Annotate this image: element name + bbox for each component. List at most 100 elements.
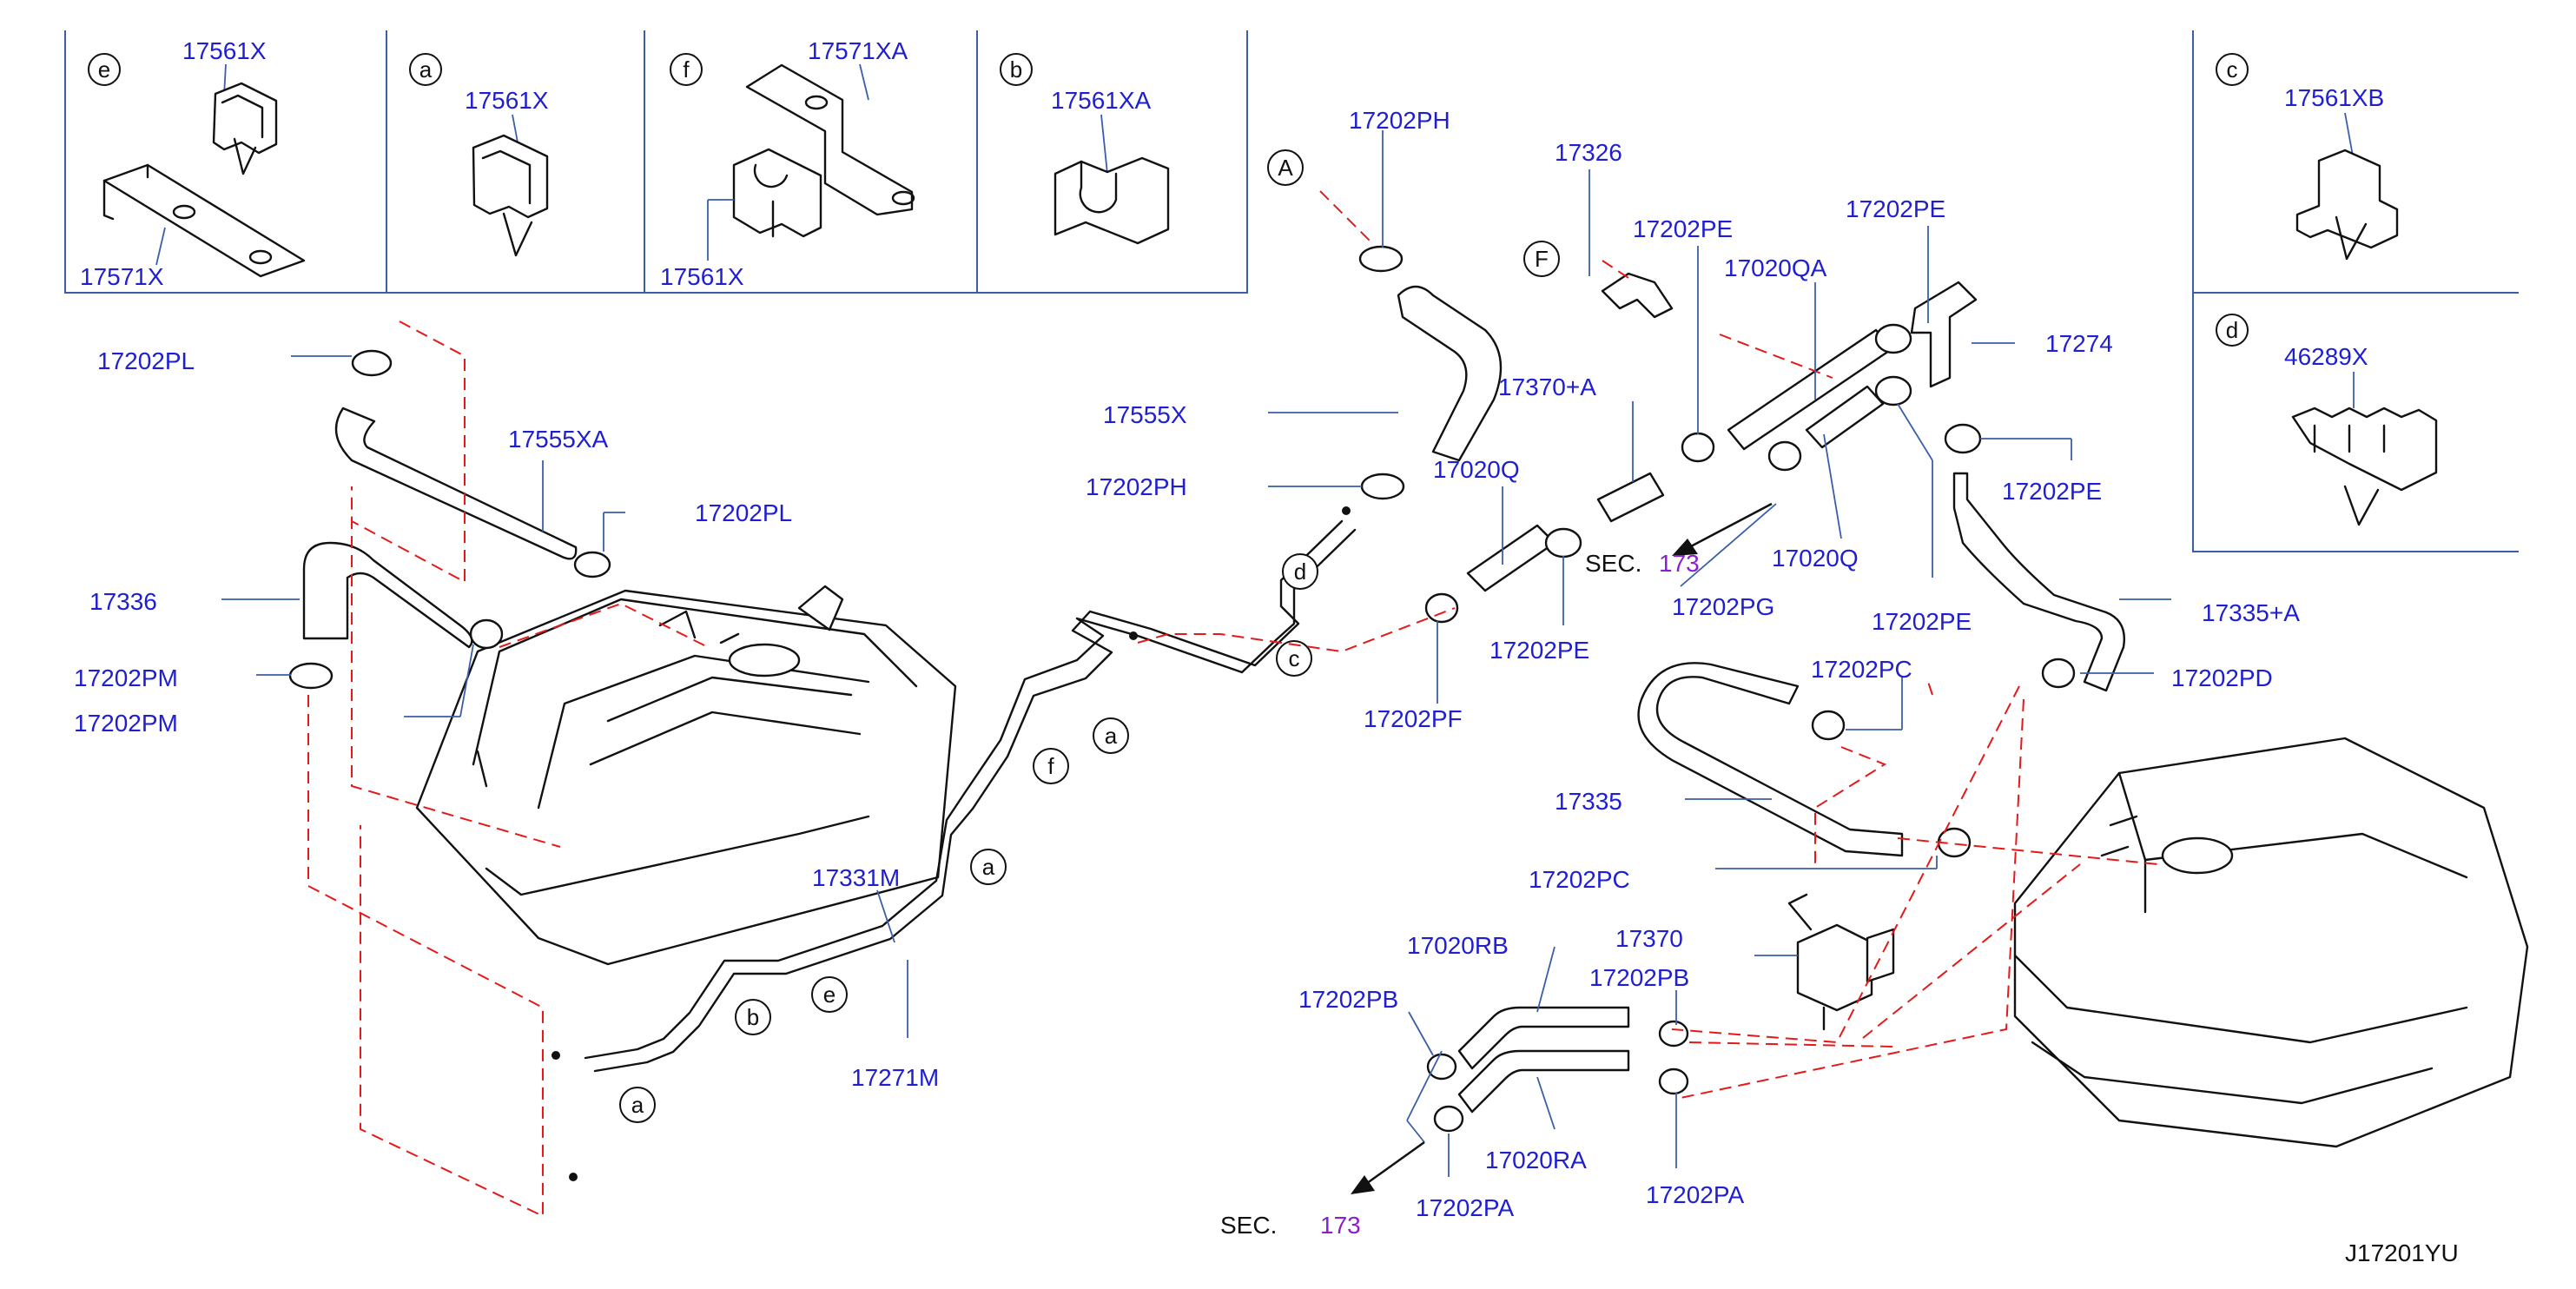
label-17326: 17326 (1555, 139, 1622, 166)
clip-17561XB-drawing (2295, 149, 2399, 249)
ref-F: F (1535, 246, 1549, 272)
fuel-tank-left (415, 585, 957, 966)
section-arrows (1351, 502, 1773, 1194)
evap-route-pipe (584, 519, 1357, 1073)
part-17571XA: 17571XA (808, 37, 908, 64)
part-46289X: 46289X (2284, 343, 2368, 370)
ref-A: A (1278, 155, 1293, 181)
tee-17274-drawing (1910, 281, 1978, 388)
hose-17555XA (334, 407, 578, 560)
ref-markers: A F (552, 149, 1560, 1181)
bracket-17326-drawing (1601, 272, 1674, 319)
inset-e-letter: e (98, 56, 110, 83)
label-17202PB-b: 17202PB (1589, 964, 1689, 991)
part-17561XB: 17561XB (2284, 84, 2384, 111)
label-17331M: 17331M (812, 864, 900, 891)
inset-b-letter: b (1010, 56, 1022, 83)
clip-17561X-f-drawing (732, 148, 822, 238)
leader-lines (221, 130, 2171, 1177)
inset-c-letter: c (2227, 56, 2238, 83)
hose-17335 (1637, 662, 1904, 857)
label-17370A: 17370+A (1498, 373, 1596, 400)
hose-17555X (1358, 245, 1503, 500)
route-clip-a2: a (982, 854, 995, 880)
label-17202PE-a: 17202PE (1633, 215, 1733, 242)
clip-inset-panel-right (2192, 30, 2519, 552)
label-17202PG: 17202PG (1672, 593, 1774, 620)
clip-46289X-drawing (2291, 407, 2438, 492)
label-17202PB-a: 17202PB (1298, 986, 1398, 1013)
inset-d: d 46289X (2216, 314, 2438, 526)
sec-ref-1-number: 173 (1659, 550, 1700, 577)
label-17202PM-a: 17202PM (74, 664, 178, 691)
label-17020RB: 17020RB (1407, 932, 1509, 959)
label-17020QA: 17020QA (1724, 254, 1827, 281)
inset-b: b 17561XA (1000, 53, 1170, 245)
clip-17561X-a-drawing (472, 134, 549, 219)
part-17571X: 17571X (80, 263, 164, 290)
label-17202PL-mid: 17202PL (695, 499, 792, 526)
route-clip-markers: d c a f a e b a (619, 553, 1318, 1123)
bracket-17571XA-drawing (745, 63, 914, 216)
sec-ref-1-prefix: SEC. (1585, 550, 1641, 577)
label-17202PA-a: 17202PA (1416, 1194, 1514, 1221)
sec-ref-2-prefix: SEC. (1220, 1212, 1277, 1239)
inset-a-letter: a (419, 56, 433, 83)
route-clip-f: f (1047, 753, 1054, 779)
label-17202PE-e: 17202PE (1872, 608, 1972, 635)
label-17202PH-bot: 17202PH (1086, 473, 1187, 500)
label-17335: 17335 (1555, 788, 1622, 815)
part-17561X-e: 17561X (182, 37, 267, 64)
part-17561X-f: 17561X (660, 263, 744, 290)
fuel-tank-right (2013, 737, 2529, 1148)
label-17202PE-b: 17202PE (1846, 195, 1945, 222)
label-17335A: 17335+A (2202, 599, 2300, 626)
route-clip-a3: a (631, 1092, 644, 1118)
label-17202PL-top: 17202PL (97, 347, 195, 374)
routing-dashes (307, 190, 2159, 1218)
route-clip-d: d (1294, 559, 1306, 585)
label-17370: 17370 (1615, 925, 1683, 952)
valve-17370A-drawing (1596, 472, 1665, 523)
canister-17370 (1787, 893, 1895, 1031)
inset-f-letter: f (683, 56, 690, 83)
route-clip-b: b (747, 1004, 759, 1030)
label-17271M: 17271M (851, 1064, 939, 1091)
route-clip-e: e (823, 982, 836, 1008)
label-17202PC-a: 17202PC (1811, 656, 1912, 683)
label-17202PF: 17202PF (1364, 705, 1463, 732)
hose-17335A-drawing (1952, 472, 2125, 692)
inset-f: f 17571XA 17561X (660, 37, 915, 290)
inset-e: e 17561X 17571X (80, 37, 306, 290)
inset-d-letter: d (2226, 317, 2238, 343)
hose-17020Q-drawing (1805, 385, 1885, 449)
route-clip-a1: a (1105, 723, 1118, 749)
clip-17561XA-drawing (1054, 156, 1170, 245)
label-17020Q-b: 17020Q (1772, 545, 1859, 572)
label-17202PA-b: 17202PA (1646, 1181, 1744, 1208)
hose-17020RB-drawing (1457, 1006, 1630, 1070)
section-refs: SEC. 173 SEC. 173 (1220, 550, 1700, 1239)
label-17555X: 17555X (1103, 401, 1187, 428)
diagram-id: J17201YU (2345, 1239, 2459, 1266)
label-17202PM-b: 17202PM (74, 710, 178, 737)
bracket-17571X-drawing (102, 163, 306, 278)
label-17336: 17336 (89, 588, 157, 615)
hose-clamps-left (288, 349, 611, 690)
label-17202PD: 17202PD (2171, 664, 2273, 691)
label-17202PH-top: 17202PH (1349, 107, 1450, 134)
clamps-center (1424, 323, 2076, 858)
part-17561X-a: 17561X (465, 87, 549, 114)
sec-ref-2-number: 173 (1320, 1212, 1361, 1239)
clip-17561X-drawing (212, 82, 278, 155)
label-17274: 17274 (2045, 330, 2113, 357)
label-17202PE-c: 17202PE (1489, 637, 1589, 664)
label-17555XA: 17555XA (508, 426, 609, 453)
clip-inset-panel (64, 30, 1248, 294)
part-labels: 17202PH 17555X 17202PH 17202PL 17555XA 1… (74, 107, 2300, 1221)
label-17202PE-d: 17202PE (2002, 478, 2102, 505)
label-17020Q-a: 17020Q (1433, 456, 1520, 483)
inset-c: c 17561XB (2216, 53, 2399, 261)
hoses-lower (1426, 1006, 1689, 1133)
